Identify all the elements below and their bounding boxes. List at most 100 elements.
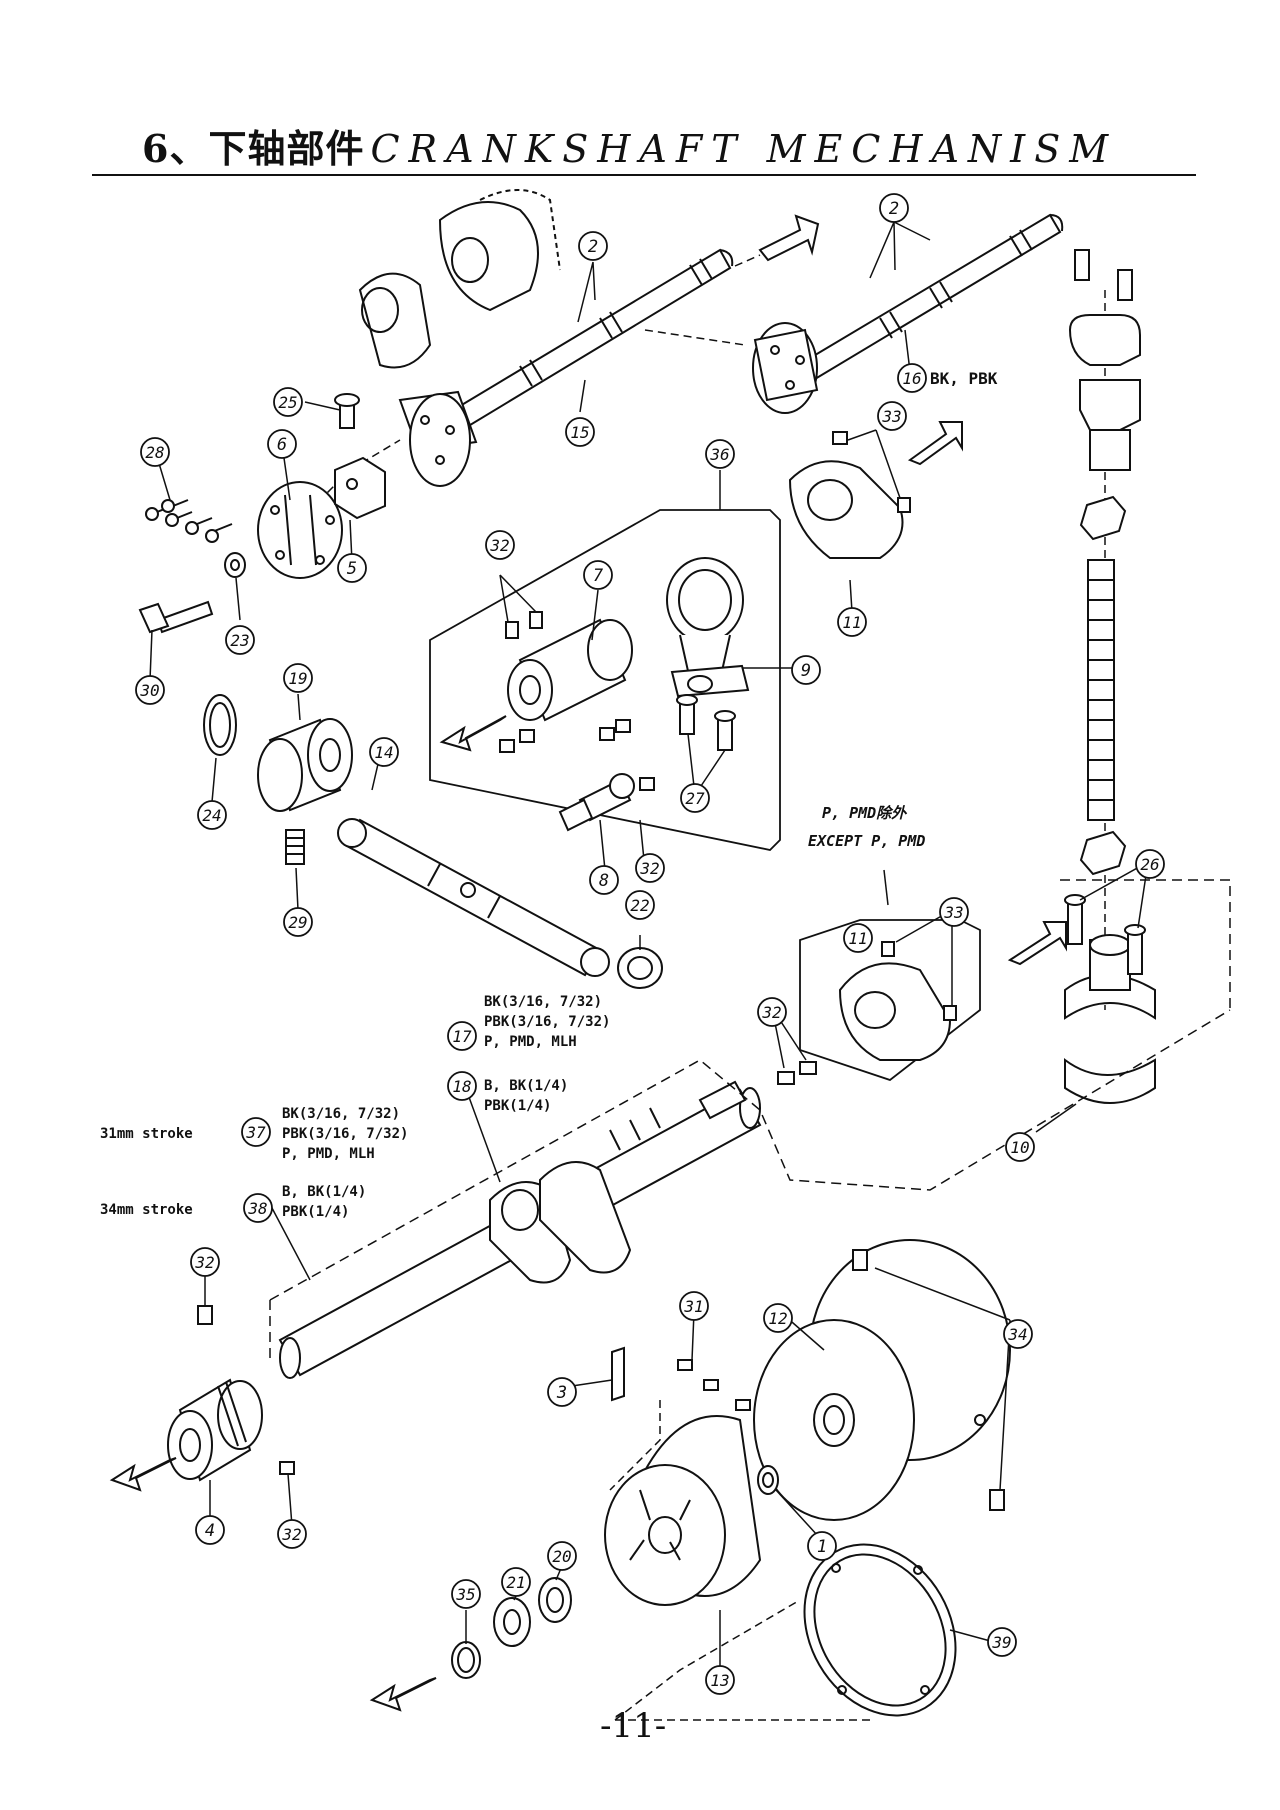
arrow-lower-left (109, 1457, 177, 1492)
washer-23 (224, 552, 246, 578)
callout-33b: 33 (939, 897, 969, 927)
callout-32a: 32 (485, 530, 515, 560)
callout-12: 12 (763, 1303, 793, 1333)
svg-text:32: 32 (194, 1253, 214, 1272)
svg-text:16: 16 (902, 369, 921, 388)
screws-31 (677, 1359, 751, 1411)
svg-text:23: 23 (230, 631, 249, 650)
screws-34 (852, 1249, 1005, 1511)
svg-text:12: 12 (768, 1309, 787, 1328)
callout-35: 35 (451, 1579, 481, 1609)
callout-4: 4 (195, 1515, 225, 1545)
callout-7: 7 (583, 560, 613, 590)
svg-text:32: 32 (639, 859, 659, 878)
callout-28: 28 (140, 437, 170, 467)
collar-19 (257, 718, 353, 812)
connecting-rod-right (1068, 249, 1141, 876)
callout-23: 23 (225, 625, 255, 655)
note-11-en: EXCEPT P, PMD (808, 832, 925, 850)
svg-text:4: 4 (205, 1521, 215, 1541)
svg-text:37: 37 (245, 1123, 266, 1142)
eccentric-11-lower (838, 941, 957, 1061)
note-11-cn: P, PMD除外 (822, 804, 908, 822)
svg-text:3: 3 (556, 1383, 567, 1403)
svg-text:32: 32 (761, 1003, 781, 1022)
svg-text:2: 2 (588, 237, 598, 257)
title-rule (92, 174, 1196, 176)
callout-14: 14 (369, 737, 399, 767)
arrow-box (439, 715, 507, 752)
svg-text:38: 38 (247, 1199, 267, 1218)
svg-text:10: 10 (1010, 1138, 1029, 1157)
arrows-upper (758, 214, 1067, 966)
callout-labels: 2 2 15 16 25 6 28 5 23 30 36 33 11 32 7 … (135, 193, 1165, 1695)
svg-text:2: 2 (889, 199, 899, 219)
svg-text:32: 32 (281, 1525, 301, 1544)
svg-text:30: 30 (139, 681, 159, 700)
pin-8 (558, 773, 635, 832)
svg-text:6: 6 (277, 435, 287, 455)
washer-1 (757, 1465, 779, 1495)
svg-text:7: 7 (593, 566, 604, 586)
note-18-line2: PBK(1/4) (484, 1098, 551, 1114)
callout-20: 20 (547, 1541, 577, 1571)
stroke-31mm: 31mm stroke (100, 1126, 193, 1142)
callout-9: 9 (791, 655, 821, 685)
callout-34: 34 (1003, 1319, 1033, 1349)
svg-text:1: 1 (817, 1537, 827, 1557)
note-17-line3: P, PMD, MLH (484, 1034, 577, 1050)
svg-text:17: 17 (452, 1027, 472, 1046)
arrow-bottom (369, 1677, 437, 1712)
svg-text:24: 24 (202, 806, 221, 825)
callout-17: 17 (447, 1021, 477, 1051)
callout-32c: 32 (757, 997, 787, 1027)
callout-5: 5 (337, 553, 367, 583)
note-37-line1: BK(3/16, 7/32) (282, 1106, 400, 1122)
crankshaft-37-38 (278, 1080, 762, 1379)
svg-text:26: 26 (1140, 855, 1159, 874)
callout-3: 3 (547, 1377, 577, 1407)
note-16: BK, PBK (930, 369, 998, 388)
note-37-line2: PBK(3/16, 7/32) (282, 1126, 408, 1142)
callout-22: 22 (625, 890, 655, 920)
housing-12 (753, 1239, 1011, 1521)
set-screws-32-box (499, 611, 655, 791)
svg-text:29: 29 (288, 913, 307, 932)
dashed-leaders-lower (609, 1400, 870, 1721)
callout-26: 26 (1135, 849, 1165, 879)
screw-25 (334, 393, 360, 429)
svg-text:14: 14 (374, 743, 393, 762)
svg-text:35: 35 (455, 1585, 475, 1604)
callout-36: 36 (705, 439, 735, 469)
callout-31: 31 (679, 1291, 709, 1321)
block-5 (334, 456, 386, 520)
callout-11a: 11 (837, 607, 867, 637)
callout-29: 29 (283, 907, 313, 937)
svg-text:34: 34 (1007, 1325, 1027, 1344)
callout-33a: 33 (877, 401, 907, 431)
title-chinese: 6、下轴部件 (142, 126, 365, 171)
callout-38: 38 (243, 1193, 273, 1223)
washers-20-21-35 (451, 1577, 572, 1679)
callout-32b: 32 (635, 853, 665, 883)
svg-text:33: 33 (881, 407, 901, 426)
key-3 (611, 1346, 625, 1402)
callout-32e: 32 (277, 1519, 307, 1549)
callout-27: 27 (680, 783, 710, 813)
callout-11b: 11 (843, 923, 873, 953)
callout-2a: 2 (578, 231, 608, 261)
svg-text:33: 33 (943, 903, 963, 922)
callout-21: 21 (501, 1567, 531, 1597)
note-38-line1: B, BK(1/4) (282, 1184, 366, 1200)
eccentric-11-upper (788, 431, 911, 559)
callout-39: 39 (987, 1627, 1017, 1657)
svg-text:28: 28 (145, 443, 164, 462)
svg-text:11: 11 (848, 929, 867, 948)
washer-24 (203, 694, 237, 756)
callout-1: 1 (807, 1531, 837, 1561)
svg-text:36: 36 (709, 445, 729, 464)
svg-text:11: 11 (842, 613, 861, 632)
svg-text:25: 25 (278, 393, 297, 412)
callout-30: 30 (135, 675, 165, 705)
